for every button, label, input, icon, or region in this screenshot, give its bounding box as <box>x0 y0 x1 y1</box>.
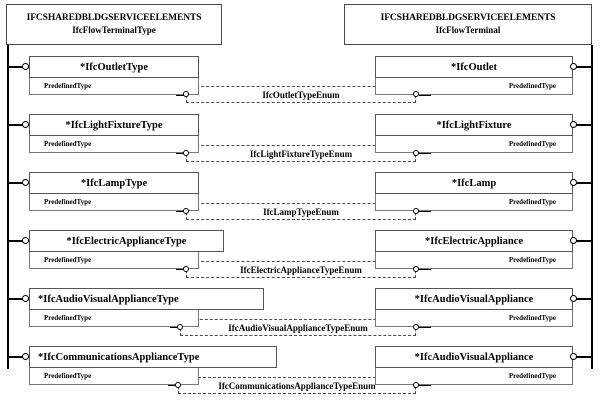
enum-socket-left <box>183 266 189 272</box>
occurrence-entity-box[interactable]: *IfcLightFixture <box>375 114 573 136</box>
enum-socket-right <box>413 324 419 330</box>
occurrence-attribute-box: PredefinedType <box>375 368 573 385</box>
enum-label: IfcCommunicationsApplianceTypeEnum <box>216 380 378 391</box>
left-connector-stub <box>7 182 29 184</box>
occurrence-entity-label: *IfcOutlet <box>450 61 498 73</box>
enum-socket-left <box>183 91 189 97</box>
occurrence-entity-box[interactable]: *IfcAudioVisualAppliance <box>375 288 573 310</box>
left-aggregation-socket <box>22 353 29 360</box>
enum-label: IfcAudioVisualApplianceTypeEnum <box>226 322 370 333</box>
occurrence-attribute-box: PredefinedType <box>375 310 573 327</box>
attribute-label: PredefinedType <box>44 256 92 264</box>
right-connector-stub <box>570 240 592 242</box>
right-aggregation-socket <box>570 237 577 244</box>
type-attribute-box: PredefinedType <box>29 368 199 385</box>
type-entity-label: *IfcLightFixtureType <box>65 119 163 131</box>
type-entity-label: *IfcElectricApplianceType <box>66 235 187 247</box>
type-attribute-box: PredefinedType <box>29 78 199 95</box>
enum-label: IfcOutletTypeEnum <box>260 89 342 100</box>
right-aggregation-socket <box>570 179 577 186</box>
enum-socket-left <box>183 208 189 214</box>
attribute-label: PredefinedType <box>44 82 92 90</box>
occurrence-attribute-box: PredefinedType <box>375 252 573 269</box>
attribute-label: PredefinedType <box>508 198 556 206</box>
type-attribute-box: PredefinedType <box>29 252 199 269</box>
enum-socket-right <box>413 150 419 156</box>
right-connector-stub <box>570 66 592 68</box>
package-header-left: IFCSHAREDBLDGSERVICEELEMENTS IfcFlowTerm… <box>6 4 222 45</box>
occurrence-entity-box[interactable]: *IfcLamp <box>375 172 573 194</box>
attribute-label: PredefinedType <box>44 314 92 322</box>
enum-socket-left <box>183 150 189 156</box>
attribute-label: PredefinedType <box>44 140 92 148</box>
left-aggregation-socket <box>22 121 29 128</box>
occurrence-entity-label: *IfcAudioVisualAppliance <box>414 351 534 363</box>
right-aggregation-socket <box>570 63 577 70</box>
right-connector-stub <box>570 182 592 184</box>
left-inheritance-trunk <box>7 45 9 369</box>
type-entity-box[interactable]: *IfcLightFixtureType <box>29 114 199 136</box>
package-schema-name: IFCSHAREDBLDGSERVICEELEMENTS <box>380 12 556 23</box>
enum-socket-left <box>175 382 181 388</box>
right-connector-stub <box>570 356 592 358</box>
type-attribute-box: PredefinedType <box>29 136 199 153</box>
right-aggregation-socket <box>570 295 577 302</box>
occurrence-attribute-box: PredefinedType <box>375 78 573 95</box>
attribute-label: PredefinedType <box>508 140 556 148</box>
enum-socket-left <box>177 324 183 330</box>
occurrence-entity-label: *IfcAudioVisualAppliance <box>414 293 534 305</box>
left-aggregation-socket <box>22 179 29 186</box>
right-aggregation-socket <box>570 353 577 360</box>
enum-label: IfcLightFixtureTypeEnum <box>247 148 355 159</box>
attribute-label: PredefinedType <box>508 82 556 90</box>
type-entity-label: *IfcOutletType <box>79 61 149 73</box>
enum-socket-right <box>413 382 419 388</box>
left-aggregation-socket <box>22 63 29 70</box>
occurrence-entity-label: *IfcLightFixture <box>436 119 512 131</box>
occurrence-entity-box[interactable]: *IfcOutlet <box>375 56 573 78</box>
type-entity-box[interactable]: *IfcLampType <box>29 172 199 194</box>
left-connector-stub <box>7 124 29 126</box>
right-inheritance-trunk <box>591 45 593 369</box>
left-connector-stub <box>7 66 29 68</box>
enum-socket-right <box>413 208 419 214</box>
right-connector-stub <box>570 124 592 126</box>
attribute-label: PredefinedType <box>508 256 556 264</box>
left-aggregation-socket <box>22 295 29 302</box>
type-entity-label: *IfcCommunicationsApplianceType <box>38 351 200 363</box>
type-entity-box[interactable]: *IfcOutletType <box>29 56 199 78</box>
left-connector-stub <box>7 356 29 358</box>
enum-label: IfcLampTypeEnum <box>261 206 341 217</box>
right-connector-stub <box>570 298 592 300</box>
occurrence-entity-box[interactable]: *IfcElectricAppliance <box>375 230 573 252</box>
package-entity-name: IfcFlowTerminal <box>435 24 501 35</box>
left-connector-stub <box>7 298 29 300</box>
package-schema-name: IFCSHAREDBLDGSERVICEELEMENTS <box>26 12 202 23</box>
occurrence-entity-box[interactable]: *IfcAudioVisualAppliance <box>375 346 573 368</box>
occurrence-entity-label: *IfcLamp <box>451 177 497 189</box>
occurrence-attribute-box: PredefinedType <box>375 194 573 211</box>
attribute-label: PredefinedType <box>44 372 92 380</box>
occurrence-entity-label: *IfcElectricAppliance <box>425 235 523 247</box>
attribute-label: PredefinedType <box>44 198 92 206</box>
occurrence-attribute-box: PredefinedType <box>375 136 573 153</box>
package-header-right: IFCSHAREDBLDGSERVICEELEMENTS IfcFlowTerm… <box>344 4 592 45</box>
left-aggregation-socket <box>22 237 29 244</box>
enum-socket-right <box>413 266 419 272</box>
enum-label: IfcElectricApplianceTypeEnum <box>238 264 364 275</box>
type-entity-box[interactable]: *IfcElectricApplianceType <box>29 230 224 252</box>
left-connector-stub <box>7 240 29 242</box>
type-attribute-box: PredefinedType <box>29 310 199 327</box>
type-entity-label: *IfcLampType <box>80 177 148 189</box>
type-entity-box[interactable]: *IfcCommunicationsApplianceType <box>29 346 277 368</box>
right-aggregation-socket <box>570 121 577 128</box>
type-entity-box[interactable]: *IfcAudioVisualApplianceType <box>29 288 264 310</box>
enum-socket-right <box>413 91 419 97</box>
attribute-label: PredefinedType <box>508 372 556 380</box>
type-entity-label: *IfcAudioVisualApplianceType <box>38 293 179 305</box>
type-attribute-box: PredefinedType <box>29 194 199 211</box>
package-entity-name: IfcFlowTerminalType <box>72 24 156 35</box>
attribute-label: PredefinedType <box>508 314 556 322</box>
